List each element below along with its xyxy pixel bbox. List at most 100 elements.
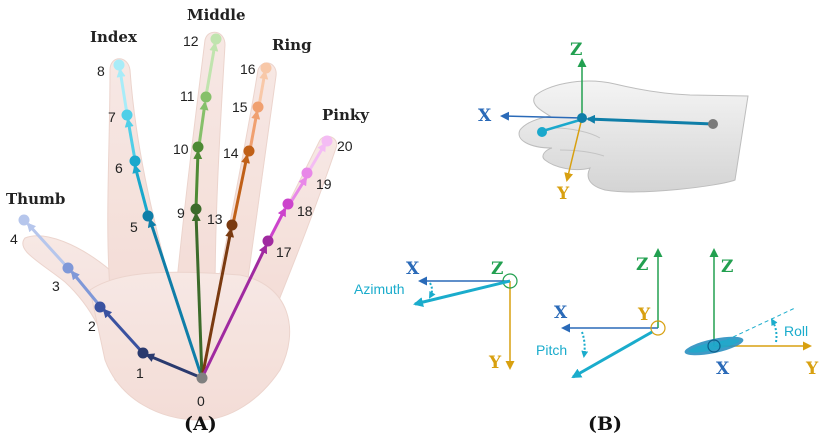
ring-bones (200, 70, 269, 379)
hand-3d-y-axis (564, 117, 583, 182)
roll-label: Roll (784, 323, 808, 339)
hand-3d-x-axis (500, 111, 583, 121)
finger-name-ring: Ring (272, 36, 312, 54)
bone-11-12 (204, 42, 219, 97)
joint-label-17: 17 (276, 244, 292, 260)
joint-14 (243, 145, 255, 157)
bone-9-10 (193, 150, 203, 209)
hand-3d-index-point (537, 127, 547, 137)
joint-15 (252, 101, 264, 113)
hand-3d-z-label: Z (570, 40, 582, 60)
finger-name-middle: Middle (187, 6, 246, 24)
panel-label-b: (B) (588, 413, 622, 435)
pitch-y-label: Y (637, 305, 651, 325)
azimuth-z-marker (502, 273, 518, 289)
pitch-z-label: Z (636, 255, 648, 275)
bone-0-9 (191, 212, 204, 379)
joint-label-11: 11 (180, 88, 195, 104)
hand-3d-wrist-point (708, 119, 718, 129)
joint-label-16: 16 (240, 61, 256, 77)
roll-x-label: X (716, 359, 730, 379)
hand-3d-x-label: X (478, 106, 492, 126)
joint-label-12: 12 (183, 33, 199, 49)
hand-3d-y-label: Y (556, 184, 570, 204)
pitch-y-marker (650, 320, 666, 336)
index-bones (116, 68, 204, 379)
finger-name-index: Index (90, 28, 138, 46)
joint-label-13: 13 (207, 211, 223, 227)
azimuth-y-label: Y (488, 353, 502, 373)
joint-label-9: 9 (177, 205, 185, 221)
joint-9 (190, 203, 202, 215)
joint-label-2: 2 (88, 318, 96, 334)
bone-10-11 (197, 101, 209, 147)
azimuth-diagram: X Z Y Azimuth (354, 259, 518, 373)
joint-2 (94, 301, 106, 313)
joint-label-20: 20 (337, 138, 353, 154)
joint-6 (129, 155, 141, 167)
joint-label-7: 7 (108, 109, 116, 125)
joint-13 (226, 219, 238, 231)
bone-17-18 (267, 207, 287, 241)
joint-18 (282, 198, 294, 210)
joint-10 (192, 141, 204, 153)
joint-labels: 0 1 2 3 4 5 6 7 8 9 10 11 12 13 14 15 16… (10, 33, 353, 409)
hand-3d-origin-point (577, 113, 587, 123)
joint-label-1: 1 (136, 365, 144, 381)
joint-17 (262, 235, 274, 247)
panel-label-a: (A) (184, 413, 217, 435)
joint-3 (62, 262, 74, 274)
hand-3d-axes: Z X Y (478, 40, 718, 204)
joint-label-15: 15 (232, 99, 248, 115)
bone-14-15 (248, 110, 261, 151)
joint-label-18: 18 (297, 203, 313, 219)
bone-5-6 (132, 164, 150, 216)
joint-label-0: 0 (197, 393, 205, 409)
azimuth-z-label: Z (491, 259, 503, 279)
pitch-x-label: X (554, 303, 568, 323)
thumb-bones (26, 222, 203, 380)
bone-0-13 (200, 228, 235, 379)
roll-reference-line (713, 307, 796, 347)
joints (18, 33, 333, 384)
bone-7-8 (116, 68, 129, 115)
roll-x-marker (707, 339, 721, 353)
joint-5 (142, 210, 154, 222)
pitch-arc (581, 331, 589, 358)
joint-label-19: 19 (316, 176, 332, 192)
joint-label-5: 5 (130, 219, 138, 235)
pitch-vector (571, 330, 653, 379)
bone-0-1 (145, 353, 203, 380)
bone-2-3 (70, 270, 102, 307)
hand-3d (518, 80, 749, 193)
joint-4 (18, 214, 30, 226)
joint-20 (321, 135, 333, 147)
bone-3-4 (26, 222, 70, 270)
bone-0-5 (147, 218, 204, 379)
joint-12 (210, 33, 222, 45)
panel-b: Z X Y X Z Y Azimuth X Z Y Pitch (354, 40, 819, 435)
joint-8 (113, 59, 125, 71)
bone-19-20 (307, 142, 327, 172)
finger-name-pinky: Pinky (322, 106, 370, 124)
azimuth-label: Azimuth (354, 281, 405, 297)
hand-3d-index-vector (545, 118, 581, 132)
bone-13-14 (231, 154, 250, 225)
joint-label-6: 6 (115, 160, 123, 176)
joint-0 (196, 372, 208, 384)
joint-label-3: 3 (52, 278, 60, 294)
middle-bones (191, 42, 219, 379)
joint-label-14: 14 (223, 145, 239, 161)
bone-6-7 (124, 118, 137, 161)
joint-label-4: 4 (10, 231, 18, 247)
hand-3d-palm-vector (586, 114, 714, 126)
panel-a: 0 1 2 3 4 5 6 7 8 9 10 11 12 13 14 15 16… (6, 6, 370, 435)
bone-15-16 (257, 70, 269, 107)
pitch-diagram: X Z Y Pitch (536, 248, 666, 379)
joint-16 (260, 62, 272, 74)
azimuth-x-label: X (406, 259, 420, 279)
bone-18-19 (289, 176, 308, 203)
pitch-label: Pitch (536, 342, 567, 358)
joint-label-8: 8 (97, 63, 105, 79)
